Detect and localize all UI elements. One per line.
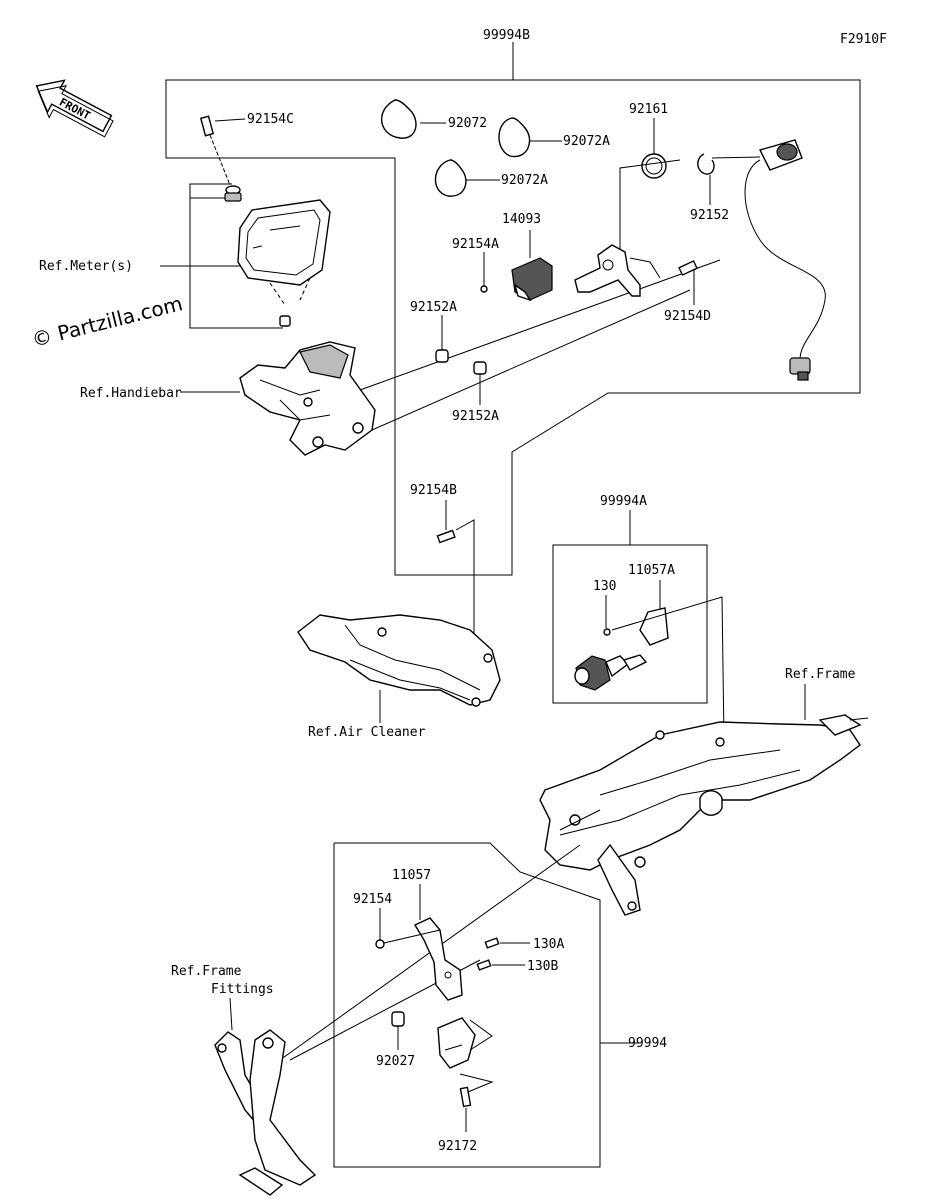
cable-band-92072: [380, 99, 446, 139]
handlebar-bracket: [180, 341, 376, 456]
label-92161: 92161: [629, 102, 668, 117]
label-92152A-2: 92152A: [452, 409, 499, 424]
label-130B: 130B: [527, 959, 558, 974]
bolt-92172: [459, 1086, 472, 1132]
meter-unit: [224, 185, 331, 327]
bolt-92154A: [480, 252, 488, 293]
label-92152A-1: 92152A: [410, 300, 457, 315]
assembly-line-upper: [359, 259, 721, 391]
label-130A: 130A: [533, 937, 564, 952]
label-99994B: 99994B: [483, 28, 530, 43]
label-92072A-1: 92072A: [563, 134, 610, 149]
socket-kit-99994A: [574, 580, 725, 741]
label-92152: 92152: [690, 208, 729, 223]
front-arrow-icon: FRONT: [35, 79, 114, 138]
label-92154A: 92154A: [452, 237, 499, 252]
cable-band-92072A-2: [434, 159, 500, 197]
bolt-92154B: [436, 500, 475, 650]
socket-bracket: [574, 244, 661, 297]
label-99994A: 99994A: [600, 494, 647, 509]
kit-99994-outline: [333, 842, 640, 1168]
label-ref-meter: Ref.Meter(s): [39, 259, 133, 274]
kit-99994A-outline: [552, 510, 708, 704]
label-99994: 99994: [628, 1036, 667, 1051]
label-ref-handlebar: Ref.Handiebar: [80, 386, 182, 401]
switch-14093: [511, 230, 553, 302]
spacer-92027: [391, 1011, 405, 1050]
power-socket: [711, 139, 826, 381]
clip-92152: [697, 153, 715, 205]
collar-92152A-2: [473, 361, 487, 405]
label-11057: 11057: [392, 868, 431, 883]
label-ref-frame-fittings-2: Fittings: [211, 982, 274, 997]
label-130: 130: [593, 579, 616, 594]
label-ref-frame: Ref.Frame: [785, 667, 856, 682]
bracket-11057: [375, 884, 530, 1001]
watermark-text: © Partzilla.com: [29, 291, 185, 352]
ring-92161: [619, 118, 681, 250]
label-92027: 92027: [376, 1054, 415, 1069]
label-11057A: 11057A: [628, 563, 675, 578]
cable-band-92072A-1: [498, 117, 562, 158]
kit-99994B-outline: [165, 42, 861, 576]
figure-id: F2910F: [840, 32, 887, 47]
air-cleaner-cover: [297, 614, 501, 723]
clamp-holder: [437, 1017, 494, 1093]
label-92072A-2: 92072A: [501, 173, 548, 188]
label-92154D: 92154D: [664, 309, 711, 324]
frame: [539, 684, 869, 916]
label-92172: 92172: [438, 1139, 477, 1154]
label-92154B: 92154B: [410, 483, 457, 498]
label-92154C: 92154C: [247, 112, 294, 127]
frame-fittings: [214, 997, 317, 1196]
collar-92152A-1: [435, 315, 449, 363]
meter-leader: [160, 183, 283, 329]
bolt-92154C: [199, 115, 246, 186]
assembly-line-lower: [371, 289, 691, 431]
label-14093: 14093: [502, 212, 541, 227]
assembly-line-kit: [265, 844, 581, 1071]
bolt-92154D: [678, 260, 698, 305]
label-ref-air-cleaner: Ref.Air Cleaner: [308, 725, 426, 740]
label-ref-frame-fittings-1: Ref.Frame: [171, 964, 242, 979]
label-92154: 92154: [353, 892, 392, 907]
label-92072: 92072: [448, 116, 487, 131]
